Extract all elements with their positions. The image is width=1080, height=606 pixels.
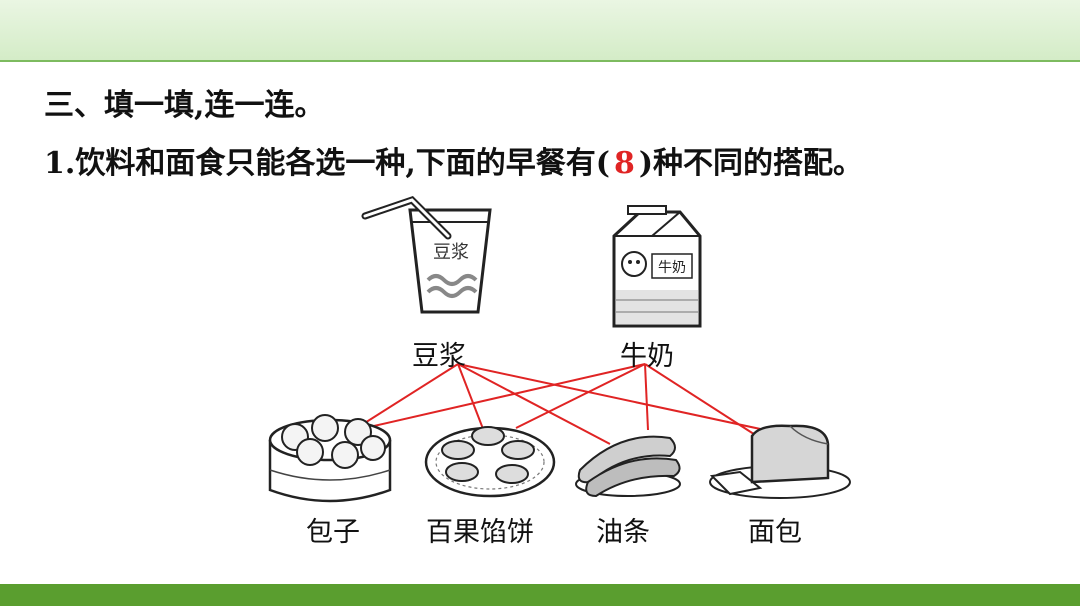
line-milk-bread xyxy=(644,363,761,439)
baozi-basket-icon xyxy=(268,414,392,503)
footer-band xyxy=(0,584,1080,606)
cup-label: 豆浆 xyxy=(433,242,469,263)
fruit-pie-plate-icon xyxy=(424,426,556,498)
question-prefix: 1.饮料和面食只能各选一种,下面的早餐有( xyxy=(44,146,610,181)
line-milk-baozi xyxy=(364,363,646,429)
drink-label-soymilk: 豆浆 xyxy=(412,341,466,372)
section-heading: 三、填一填,连一连。 xyxy=(44,88,325,123)
food-label-fruit-pie: 百果馅饼 xyxy=(426,517,534,548)
line-soymilk-youtiao xyxy=(457,363,611,445)
header-band xyxy=(0,0,1080,62)
food-label-youtiao: 油条 xyxy=(596,517,650,548)
drink-label-milk: 牛奶 xyxy=(620,341,674,372)
question-text: 1.饮料和面食只能各选一种,下面的早餐有(8)种不同的搭配。 xyxy=(44,138,863,182)
carton-label: 牛奶 xyxy=(658,260,686,276)
question-suffix: )种不同的搭配。 xyxy=(638,146,864,181)
line-milk-pie xyxy=(515,363,646,429)
soy-milk-cup-icon: 豆浆 xyxy=(361,195,492,314)
line-soymilk-baozi xyxy=(359,363,459,427)
line-milk-youtiao xyxy=(644,363,649,431)
line-soymilk-pie xyxy=(457,363,486,435)
answer-value: 8 xyxy=(613,146,635,181)
food-label-bread: 面包 xyxy=(748,517,802,548)
food-label-baozi: 包子 xyxy=(306,517,360,548)
line-soymilk-bread xyxy=(457,363,766,431)
youtiao-icon xyxy=(575,435,681,498)
milk-carton-icon: 牛奶 xyxy=(612,205,702,328)
connection-lines xyxy=(359,363,766,445)
bread-icon xyxy=(709,424,851,499)
